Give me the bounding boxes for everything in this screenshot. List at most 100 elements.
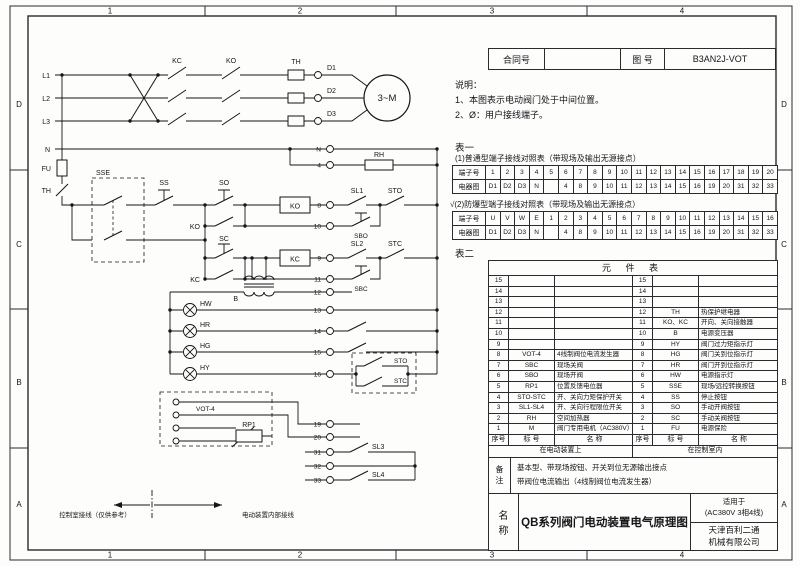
terminal-cell: 15 xyxy=(748,212,764,226)
component-cell: 阀门专用电机（AC380V） xyxy=(555,424,633,435)
schematic-label: SBC xyxy=(354,286,368,293)
schematic-label: SC xyxy=(219,236,229,243)
component-cell: 位置反馈电位器 xyxy=(555,381,633,393)
terminal-number: 4 xyxy=(317,163,321,170)
terminal-cell: 16 xyxy=(690,180,705,194)
terminal-cell xyxy=(544,180,559,194)
component-boxes xyxy=(56,69,394,443)
component-cell xyxy=(653,286,699,298)
schematic-label: STO xyxy=(388,188,403,195)
terminal-cell xyxy=(544,226,559,240)
terminal-cell: 13 xyxy=(661,166,676,180)
terminal-row-header: 端子号 xyxy=(453,166,486,180)
thermal-relay-symbol xyxy=(287,92,305,104)
grid-ref: A xyxy=(16,500,22,509)
terminal-number: 33 xyxy=(314,478,322,485)
table-one-label: 表一 xyxy=(455,143,475,154)
component-cell: 3 xyxy=(489,403,509,414)
name-block: 名 称 QB系列阀门电动装置电气原理图 适用于 (AC380V 3相4线) 天津… xyxy=(488,493,778,551)
terminal-number: 8 xyxy=(317,203,321,210)
schematic-label: TH xyxy=(42,188,51,195)
remarks-block: 备注 基本型、带现场按钮、开关到位无源输出接点 带阀位电流输出（4线制阀位电流发… xyxy=(488,457,778,494)
grid-ref: 4 xyxy=(680,551,685,560)
schematic-label: TH xyxy=(291,59,300,66)
component-cell: 14 xyxy=(489,286,509,298)
power-terminals xyxy=(172,71,322,445)
component-cell: 13 xyxy=(489,297,509,308)
terminal-cell: 19 xyxy=(748,166,764,180)
component-cell: 12 xyxy=(489,307,509,319)
company-cell: 天津百利二通 机械有限公司 xyxy=(691,523,777,550)
component-footer-cell: 标 号 xyxy=(509,434,555,446)
grid-ref: 4 xyxy=(680,7,685,16)
terminal-cell: 11 xyxy=(690,212,705,226)
schematic-label: SS xyxy=(159,180,169,187)
power-circuit xyxy=(55,74,368,150)
user-terminal-16 xyxy=(326,370,334,378)
terminal-cell: 15 xyxy=(675,226,691,240)
terminal-cell: 14 xyxy=(675,166,691,180)
grid-ref: B xyxy=(781,378,786,387)
schematic-label: KC xyxy=(172,58,182,65)
component-cell: SL1-SL4 xyxy=(509,403,555,414)
component-cell: 9 xyxy=(633,339,653,351)
component-cell xyxy=(555,297,633,308)
component-cell: 开、关向行程限位开关 xyxy=(555,403,633,414)
component-cell: 4线制阀位电流发生器 xyxy=(555,350,633,361)
position-transmitter-wires xyxy=(179,401,327,442)
component-cell xyxy=(699,287,777,298)
user-terminal-33 xyxy=(326,476,334,484)
schematic-label: SL4 xyxy=(372,472,385,479)
terminal-cell: W xyxy=(515,212,530,226)
component-cell: HG xyxy=(653,350,699,361)
component-cell: 手动开阀按钮 xyxy=(699,403,777,414)
schematic-label: KC xyxy=(290,257,300,264)
component-cell: 1 xyxy=(633,424,653,435)
terminal-cell: N xyxy=(529,226,545,240)
component-cell: SBC xyxy=(509,360,555,372)
schematic-label: L2 xyxy=(42,96,50,103)
notes-title: 说明： xyxy=(455,80,483,90)
component-cell: 4 xyxy=(489,392,509,404)
drawing-no-value: B3AN2J-VOT xyxy=(692,54,748,64)
component-cell xyxy=(509,276,555,287)
component-cell xyxy=(509,339,555,351)
terminal-number: 15 xyxy=(314,350,322,357)
apply-label: 适用于 xyxy=(722,496,746,506)
terminal-number: N xyxy=(316,147,321,154)
component-cell: 15 xyxy=(489,276,509,287)
schematic-label: FU xyxy=(42,166,51,173)
terminal-cell: 6 xyxy=(617,212,632,226)
component-cell: 电源指示灯 xyxy=(699,371,777,382)
component-cell: 15 xyxy=(633,276,653,287)
component-cell: 电源变压器 xyxy=(699,329,777,340)
terminal-cell: 11 xyxy=(617,226,632,240)
component-cell: 3 xyxy=(633,403,653,414)
terminal-cell: U xyxy=(486,212,501,226)
component-cell: 阀门过力矩指示灯 xyxy=(699,340,777,351)
schematic-label: RH xyxy=(374,152,384,159)
control-circuit xyxy=(61,75,327,481)
terminal-cell: 20 xyxy=(719,226,735,240)
terminal-cell: 20 xyxy=(719,180,735,194)
schematic-label: HR xyxy=(200,322,210,329)
component-cell: 8 xyxy=(489,350,509,361)
user-terminal-20 xyxy=(326,433,334,441)
schematic-label: KO xyxy=(226,58,237,65)
motor-symbol xyxy=(363,74,411,122)
component-cell: HY xyxy=(653,339,699,351)
notes-block: 说明： 1、本图表示电动阀门处于中间位置。 2、Ø：用户接线端子。 xyxy=(455,78,604,123)
remarks-line: 基本型、带现场按钮、开关到位无源输出接点 xyxy=(517,462,667,472)
terminal-cell: V xyxy=(500,212,516,226)
terminal-cell: 11 xyxy=(631,166,647,180)
terminal-cell: 5 xyxy=(544,166,559,180)
